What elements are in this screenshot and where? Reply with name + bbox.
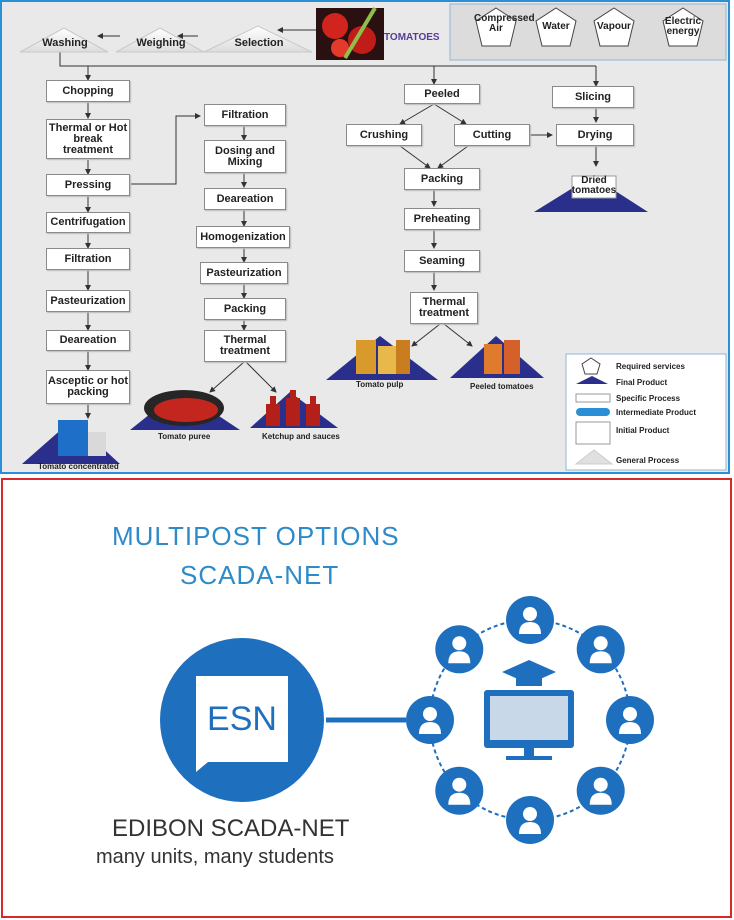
pasteurization-step-1: Pasteurization — [46, 290, 130, 312]
pressing-step: Pressing — [46, 174, 130, 196]
chopping-step: Chopping — [46, 80, 130, 102]
dosing-mixing-step: Dosing and Mixing — [204, 140, 286, 173]
crushing-step: Crushing — [346, 124, 422, 146]
legend-intermediate-product: Intermediate Product — [616, 408, 697, 417]
pasteurization-step-2: Pasteurization — [200, 262, 288, 284]
product-tomato-puree: Tomato puree — [158, 432, 211, 441]
selection-label: Selection — [234, 37, 284, 49]
packing-step-3: Packing — [404, 168, 480, 190]
esn-logo-text: ESN — [207, 700, 277, 738]
legend-required-services: Required services — [616, 362, 685, 371]
service-water: Water — [542, 21, 570, 32]
filtration-step-2: Filtration — [204, 104, 286, 126]
service-compressed-air: Compressed Air — [474, 13, 535, 34]
brand-name: EDIBON SCADA-NET — [112, 815, 350, 842]
ketchup-product-image — [266, 390, 320, 426]
product-peeled-tomatoes: Peeled tomatoes — [470, 382, 534, 391]
packing-step-2: Packing — [204, 298, 286, 320]
service-vapour: Vapour — [597, 21, 631, 32]
slicing-step: Slicing — [552, 86, 634, 108]
product-tomato-concentrated: Tomato concentrated — [38, 462, 119, 471]
peeled-product-image — [484, 340, 520, 374]
drying-step: Drying — [556, 124, 634, 146]
legend-final-product: Final Product — [616, 378, 668, 387]
multipost-title: MULTIPOST OPTIONS — [112, 521, 400, 551]
aseptic-packing-step: Asceptic or hot packing — [46, 370, 130, 404]
brand-tagline: many units, many students — [96, 846, 334, 868]
legend-general-process: General Process — [616, 456, 680, 465]
filtration-step-1: Filtration — [46, 248, 130, 270]
deareation-step-2: Deareation — [204, 188, 286, 210]
thermal-treatment-step-2: Thermal treatment — [204, 330, 286, 362]
deareation-step-1: Deareation — [46, 330, 130, 351]
tomato-image — [316, 6, 384, 60]
product-ketchup-sauces: Ketchup and sauces — [262, 432, 340, 441]
weighing-label: Weighing — [136, 37, 186, 49]
service-electric-energy: Electric energy — [664, 16, 702, 37]
thermal-hot-break-step: Thermal or Hot break treatment — [46, 119, 130, 159]
preheating-step: Preheating — [404, 208, 480, 230]
pulp-product-image — [356, 340, 410, 374]
washing-label: Washing — [42, 37, 88, 49]
seaming-step: Seaming — [404, 250, 480, 272]
concentrated-product-image — [58, 420, 88, 456]
tomatoes-label: TOMATOES — [384, 32, 440, 43]
thermal-treatment-step-3: Thermal treatment — [410, 292, 478, 324]
legend-specific-process: Specific Process — [616, 394, 681, 403]
homogenization-step: Homogenization — [196, 226, 290, 248]
centrifugation-step: Centrifugation — [46, 212, 130, 233]
cutting-step: Cutting — [454, 124, 530, 146]
product-dried-tomatoes: Dried tomatoes — [571, 175, 617, 196]
peeled-step: Peeled — [404, 84, 480, 104]
diagram-graphics — [19, 3, 727, 471]
legend-initial-product: Initial Product — [616, 426, 670, 435]
scada-net-title: SCADA-NET — [180, 560, 340, 590]
product-tomato-pulp: Tomato pulp — [356, 380, 404, 389]
